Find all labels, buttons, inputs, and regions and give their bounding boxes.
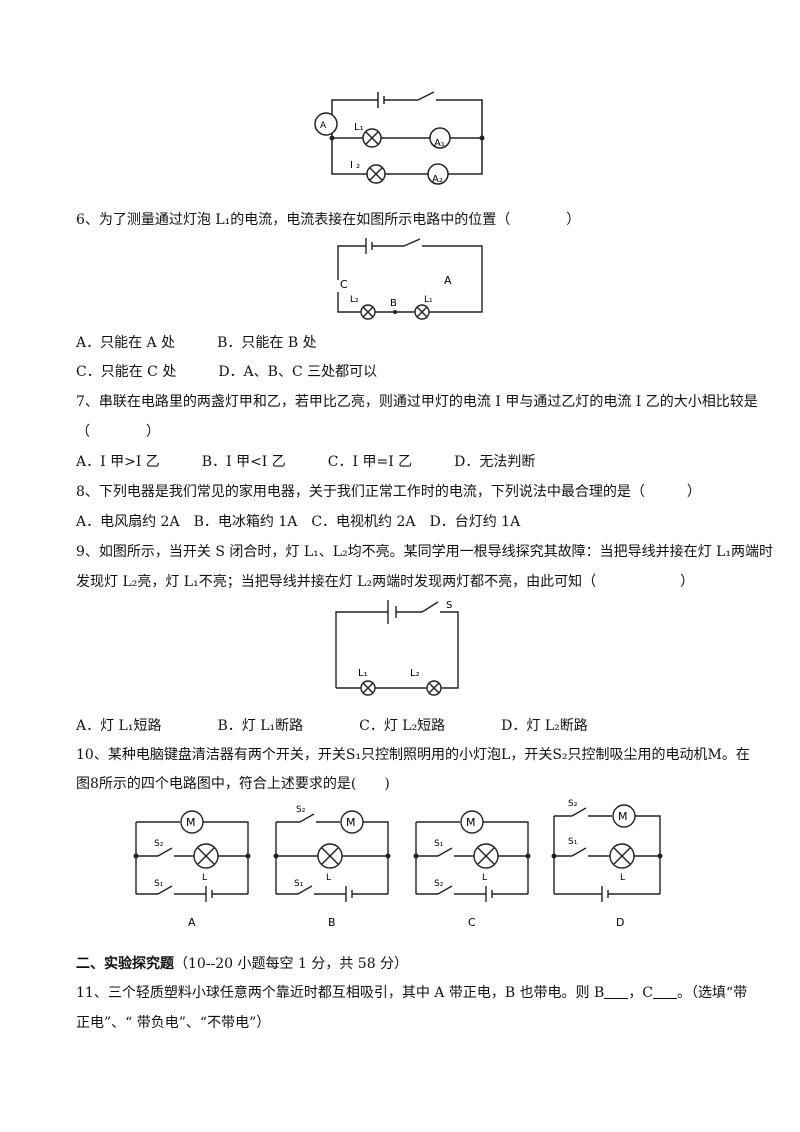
q11-stem-a: 11、三个轻质塑料小球任意两个靠近时都互相吸引，其中 A 带正电，B 也带电。则… xyxy=(76,985,605,1001)
circuit-figure-q5: A L₁ I ₂ A₁ A₂ xyxy=(314,91,485,185)
lamp-l2-label: L₂ xyxy=(350,295,359,305)
switch-s2-label: S₂ xyxy=(296,805,306,815)
q7-options: A．I 甲>I 乙 B．I 甲<I 乙 C．I 甲=I 乙 D．无法判断 xyxy=(76,454,536,470)
motor-label: M xyxy=(346,816,356,829)
circuit-option-a: M S₂ L S₁ A xyxy=(133,810,251,929)
lamp-label: L xyxy=(620,873,625,883)
switch-s2-label: S₂ xyxy=(434,879,444,889)
point-c-label: C xyxy=(340,278,348,291)
option-a-label: A xyxy=(188,916,196,929)
q7-stem-line2: （ ） xyxy=(76,424,160,440)
lamp-label: L xyxy=(482,873,487,883)
q10-stem-line1: 10、某种电脑键盘清洁器有两个开关，开关S₁只控制照明用的小灯泡L，开关S₂只控… xyxy=(76,747,750,763)
q9-stem-line1: 9、如图所示，当开关 S 闭合时，灯 L₁、L₂均不亮。某同学用一根导线探究其故… xyxy=(76,544,774,560)
point-b-label: B xyxy=(390,298,397,309)
option-d-label: D xyxy=(616,916,624,929)
q8-stem: 8、下列电器是我们常见的家用电器，关于我们正常工作时的电流，下列说法中最合理的是… xyxy=(76,484,701,500)
lamp-label: L xyxy=(202,873,207,883)
lamp-label: L xyxy=(326,873,331,883)
circuit-option-c: M S₁ L S₂ C xyxy=(413,810,531,929)
ammeter-a1-label: A₁ xyxy=(434,138,445,149)
q9-options: A．灯 L₁短路 B．灯 L₁断路 C．灯 L₂短路 D．灯 L₂断路 xyxy=(76,718,588,734)
option-c-label: C xyxy=(468,916,476,929)
switch-s2-label: S₂ xyxy=(568,799,578,809)
q7-stem-line1: 7、串联在电路里的两盏灯甲和乙，若甲比乙亮，则通过甲灯的电流 I 甲与通过乙灯的… xyxy=(76,394,758,410)
section2-title: 二、实验探究题 xyxy=(76,956,174,972)
lamp-l1-label: L₁ xyxy=(358,668,368,679)
switch-s1-label: S₁ xyxy=(154,879,164,889)
section2-note: （10--20 小题每空 1 分，共 58 分） xyxy=(174,956,409,972)
switch-s1-label: S₁ xyxy=(434,839,444,849)
motor-label: M xyxy=(186,816,196,829)
motor-label: M xyxy=(618,810,628,823)
q11-stem-line1: 11、三个轻质塑料小球任意两个靠近时都互相吸引，其中 A 带正电，B 也带电。则… xyxy=(76,983,747,1003)
lamp-l2-label: I ₂ xyxy=(350,160,360,171)
circuit-option-d: S₂ M S₁ L D xyxy=(551,799,663,929)
switch-s1-label: S₁ xyxy=(568,837,578,847)
lamp-l1-label: L₁ xyxy=(424,295,433,305)
q10-stem-line2: 图8所示的四个电路图中，符合上述要求的是( ) xyxy=(76,776,390,792)
q11-stem-b: ，C xyxy=(628,985,654,1001)
q6-stem: 6、为了测量通过灯泡 L₁的电流，电流表接在如图所示电路中的位置（ ） xyxy=(76,212,581,228)
lamp-l1-label: L₁ xyxy=(354,122,364,133)
motor-label: M xyxy=(466,816,476,829)
ammeter-a2-label: A₂ xyxy=(432,174,443,185)
q11-blank-b[interactable] xyxy=(604,984,629,999)
lamp-l2-label: L₂ xyxy=(410,668,420,679)
q11-stem-c: 。（选填“带 xyxy=(677,985,748,1001)
switch-s-label: S xyxy=(446,600,452,611)
switch-s1-label: S₁ xyxy=(294,879,304,889)
circuit-figure-q9: S L₁ L₂ xyxy=(335,600,459,696)
switch-s2-label: S₂ xyxy=(154,839,164,849)
q6-options-cd: C．只能在 C 处 D．A、B、C 三处都可以 xyxy=(76,364,378,380)
q8-options: A．电风扇约 2A B．电冰箱约 1A C．电视机约 2A D．台灯约 1A xyxy=(76,514,521,530)
section2-heading: 二、实验探究题（10--20 小题每空 1 分，共 58 分） xyxy=(76,954,408,974)
ammeter-label: A xyxy=(320,121,327,131)
q11-blank-c[interactable] xyxy=(653,984,678,999)
q11-stem-line2: 正电”、“ 带负电”、“不带电”） xyxy=(76,1015,271,1031)
option-b-label: B xyxy=(328,916,336,929)
circuit-figure-q6: C A B L₂ L₁ xyxy=(337,238,483,320)
circuit-option-b: S₂ M L S₁ B xyxy=(273,805,391,929)
point-a-label: A xyxy=(444,274,452,287)
q6-options-ab: A．只能在 A 处 B．只能在 B 处 xyxy=(76,335,317,351)
q9-stem-line2: 发现灯 L₂亮，灯 L₁不亮；当把导线并接在灯 L₂两端时发现两灯都不亮，由此可… xyxy=(76,574,695,590)
